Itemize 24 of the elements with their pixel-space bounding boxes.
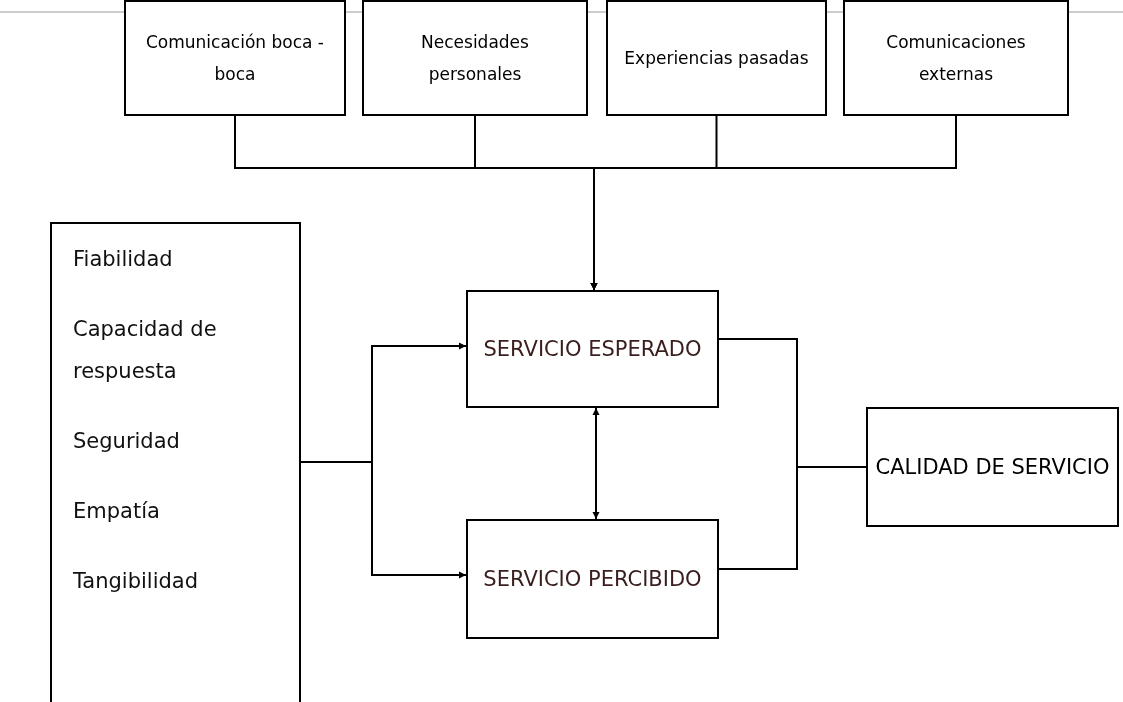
node-text: Necesidades personales	[420, 31, 530, 86]
process-box	[843, 0, 1069, 116]
node-text: Fiabilidad	[73, 246, 173, 273]
node-text: SERVICIO PERCIBIDO	[483, 566, 702, 593]
node-text: Experiencias pasadas	[624, 47, 809, 70]
process-box	[866, 407, 1119, 527]
arrow	[592, 407, 600, 520]
node-text: Comunicación boca - boca	[145, 31, 325, 86]
process-box	[466, 519, 719, 639]
criteria-box	[50, 222, 301, 702]
node-text: Tangibilidad	[73, 568, 199, 595]
arrow	[590, 115, 957, 291]
node-text: SERVICIO ESPERADO	[483, 336, 702, 363]
node-text: Seguridad	[73, 428, 180, 455]
connector-line	[718, 466, 867, 570]
node-text: Empatía	[73, 498, 160, 525]
process-box	[606, 0, 827, 116]
process-box	[362, 0, 588, 116]
process-box	[466, 290, 719, 408]
node-text: Capacidad de respuesta	[73, 316, 218, 385]
process-box	[124, 0, 346, 116]
arrow	[300, 461, 467, 579]
node-text: CALIDAD DE SERVICIO	[875, 454, 1110, 481]
node-text: Comunicaciones externas	[885, 31, 1027, 86]
